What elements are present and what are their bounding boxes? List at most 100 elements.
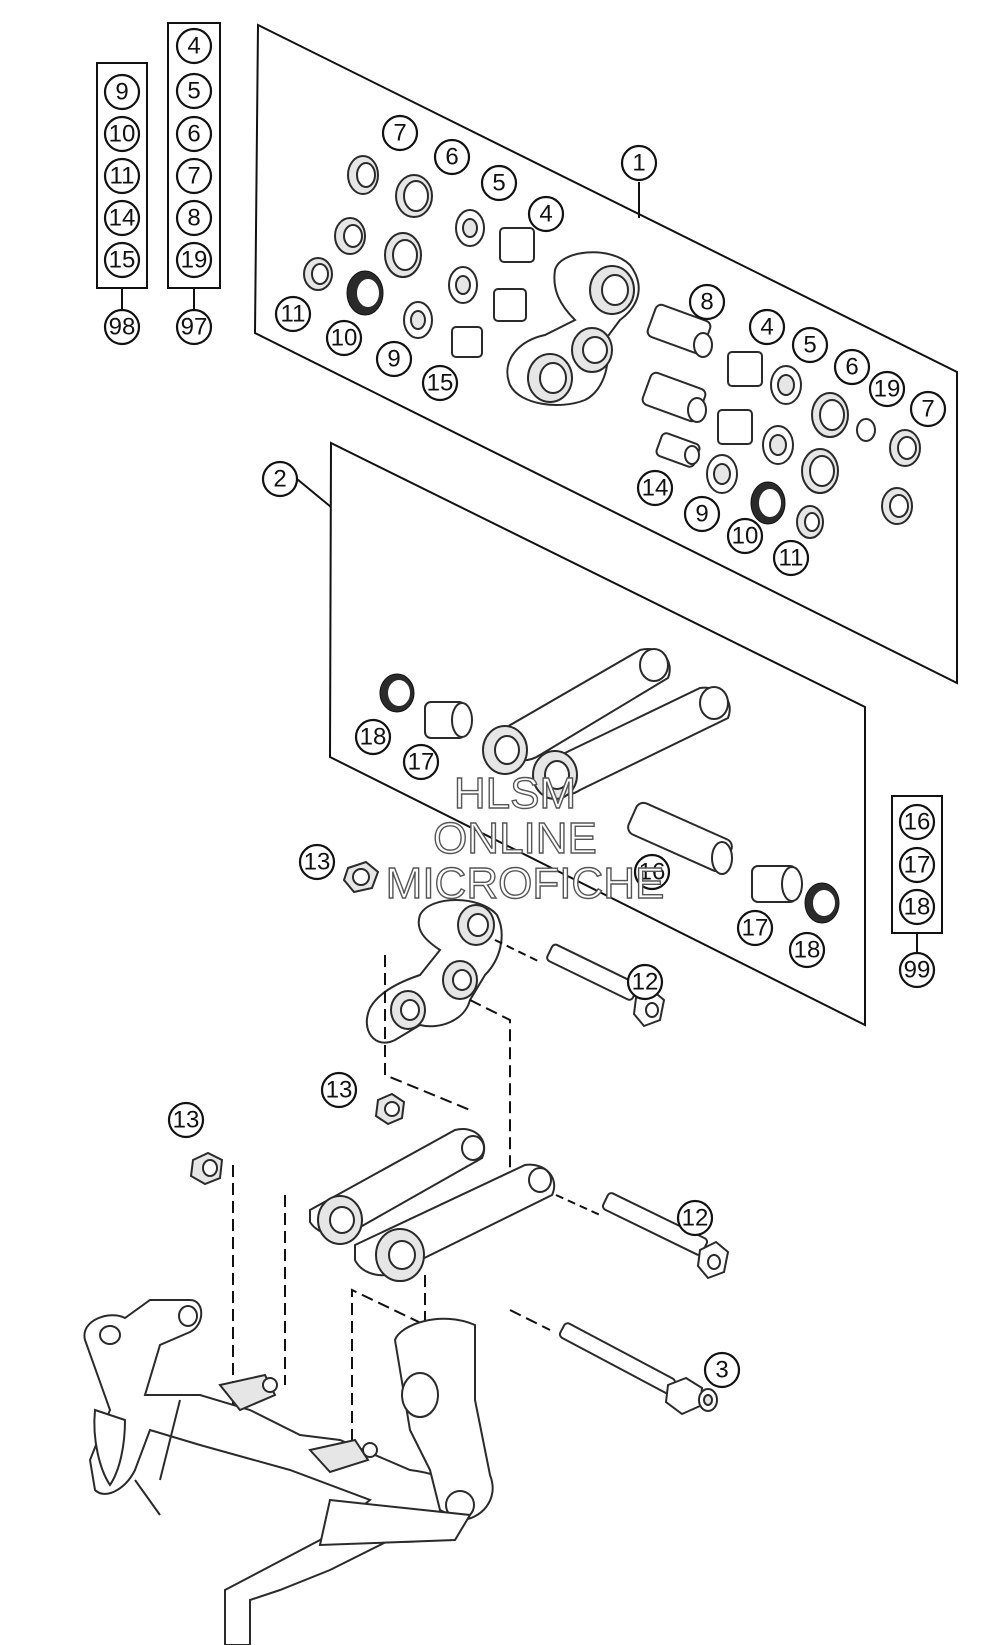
callout-2[interactable]: 2 [261, 460, 299, 498]
svg-text:4: 4 [539, 201, 552, 228]
svg-text:15: 15 [109, 247, 136, 274]
kit-97-item-6[interactable]: 19 [175, 241, 213, 279]
callout-4[interactable]: 4 [527, 195, 565, 233]
callout-10-right[interactable]: 10 [726, 517, 764, 555]
svg-text:19: 19 [181, 247, 208, 274]
callout-5-right[interactable]: 5 [791, 326, 829, 364]
alignment-line-5 [351, 1275, 426, 1445]
svg-text:4: 4 [760, 314, 773, 341]
svg-text:6: 6 [445, 144, 458, 171]
callout-18-right[interactable]: 18 [788, 931, 826, 969]
callout-6[interactable]: 6 [433, 138, 471, 176]
svg-text:17: 17 [408, 749, 435, 776]
svg-text:8: 8 [187, 205, 200, 232]
callout-18[interactable]: 18 [354, 718, 392, 756]
svg-text:10: 10 [732, 523, 759, 550]
svg-text:5: 5 [803, 332, 816, 359]
callout-12-middle[interactable]: 12 [676, 1199, 714, 1237]
assembly-1-panel [253, 23, 958, 685]
kit-98-label[interactable]: 98 [103, 308, 141, 346]
assembly-2-parts [379, 648, 840, 924]
callout-11[interactable]: 11 [274, 295, 312, 333]
kit-97-item-2[interactable]: 5 [175, 72, 213, 110]
svg-text:10: 10 [109, 121, 136, 148]
svg-text:7: 7 [921, 396, 934, 423]
callout-19[interactable]: 19 [868, 370, 906, 408]
nut-left [189, 1151, 224, 1186]
svg-text:6: 6 [845, 354, 858, 381]
callout-3[interactable]: 3 [703, 1351, 741, 1389]
svg-text:5: 5 [492, 170, 505, 197]
alignment-line-1 [384, 955, 471, 1111]
callout-12-top[interactable]: 12 [626, 963, 664, 1001]
svg-text:13: 13 [304, 849, 331, 876]
callout-17[interactable]: 17 [402, 743, 440, 781]
callout-7-right[interactable]: 7 [909, 390, 947, 428]
callout-1[interactable]: 1 [620, 144, 658, 182]
svg-text:98: 98 [109, 314, 136, 341]
kit-97-item-1[interactable]: 4 [175, 27, 213, 65]
svg-text:9: 9 [115, 79, 128, 106]
kit-98: 9 10 11 14 15 98 [96, 62, 148, 346]
watermark-line-3: MICROFICHE [386, 859, 665, 908]
callout-13-left[interactable]: 13 [167, 1101, 205, 1139]
kit-98-item-1[interactable]: 9 [103, 73, 141, 111]
svg-text:5: 5 [187, 78, 200, 105]
kit-97-item-5[interactable]: 8 [175, 199, 213, 237]
callout-6-right[interactable]: 6 [833, 348, 871, 386]
kit-97-item-4[interactable]: 7 [175, 157, 213, 195]
callout-15[interactable]: 15 [421, 364, 459, 402]
callout-9-right[interactable]: 9 [683, 495, 721, 533]
callout-16[interactable]: 16 [633, 853, 671, 891]
kit-98-item-4[interactable]: 14 [103, 199, 141, 237]
svg-text:97: 97 [181, 314, 208, 341]
kit-99-item-3[interactable]: 18 [898, 888, 936, 926]
svg-text:99: 99 [904, 957, 931, 984]
callout-8[interactable]: 8 [688, 283, 726, 321]
svg-text:2: 2 [273, 466, 286, 493]
svg-text:17: 17 [742, 915, 769, 942]
svg-text:16: 16 [904, 809, 931, 836]
svg-text:11: 11 [281, 301, 306, 328]
kit-99-label[interactable]: 99 [898, 951, 936, 989]
kit-98-item-5[interactable]: 15 [103, 241, 141, 279]
callout-13-top[interactable]: 13 [298, 843, 336, 881]
svg-text:6: 6 [187, 121, 200, 148]
kit-97-item-3[interactable]: 6 [175, 115, 213, 153]
callout-11-right[interactable]: 11 [772, 539, 810, 577]
watermark-line-2: ONLINE [433, 814, 597, 863]
right-bearing-parts [641, 303, 921, 539]
kit-99: 16 17 18 99 [891, 795, 943, 989]
callout-7[interactable]: 7 [381, 114, 419, 152]
svg-text:9: 9 [387, 346, 400, 373]
lever-top [506, 251, 640, 406]
svg-text:10: 10 [331, 325, 358, 352]
svg-text:11: 11 [779, 545, 804, 572]
callout-13-middle[interactable]: 13 [320, 1071, 358, 1109]
kit-98-item-2[interactable]: 10 [103, 115, 141, 153]
callout-4-right[interactable]: 4 [748, 308, 786, 346]
svg-text:4: 4 [187, 33, 200, 60]
nut-middle [374, 1092, 406, 1126]
svg-text:11: 11 [110, 163, 135, 190]
svg-text:7: 7 [187, 163, 200, 190]
callout-10[interactable]: 10 [325, 319, 363, 357]
callout-17-right[interactable]: 17 [736, 909, 774, 947]
kit-99-item-2[interactable]: 17 [898, 846, 936, 884]
svg-text:16: 16 [639, 859, 666, 886]
kit-99-item-1[interactable]: 16 [898, 803, 936, 841]
callout-5[interactable]: 5 [480, 164, 518, 202]
left-bearing-parts [303, 155, 535, 358]
svg-text:12: 12 [682, 1205, 709, 1232]
alignment-line-2 [469, 999, 511, 1170]
svg-text:19: 19 [874, 376, 901, 403]
callout-14[interactable]: 14 [636, 469, 674, 507]
frame-section [83, 1299, 494, 1645]
callout-9[interactable]: 9 [375, 340, 413, 378]
svg-text:13: 13 [326, 1077, 353, 1104]
bolt-middle [555, 1192, 730, 1280]
svg-text:18: 18 [794, 937, 821, 964]
kit-97-label[interactable]: 97 [175, 308, 213, 346]
kit-98-item-3[interactable]: 11 [103, 157, 141, 195]
